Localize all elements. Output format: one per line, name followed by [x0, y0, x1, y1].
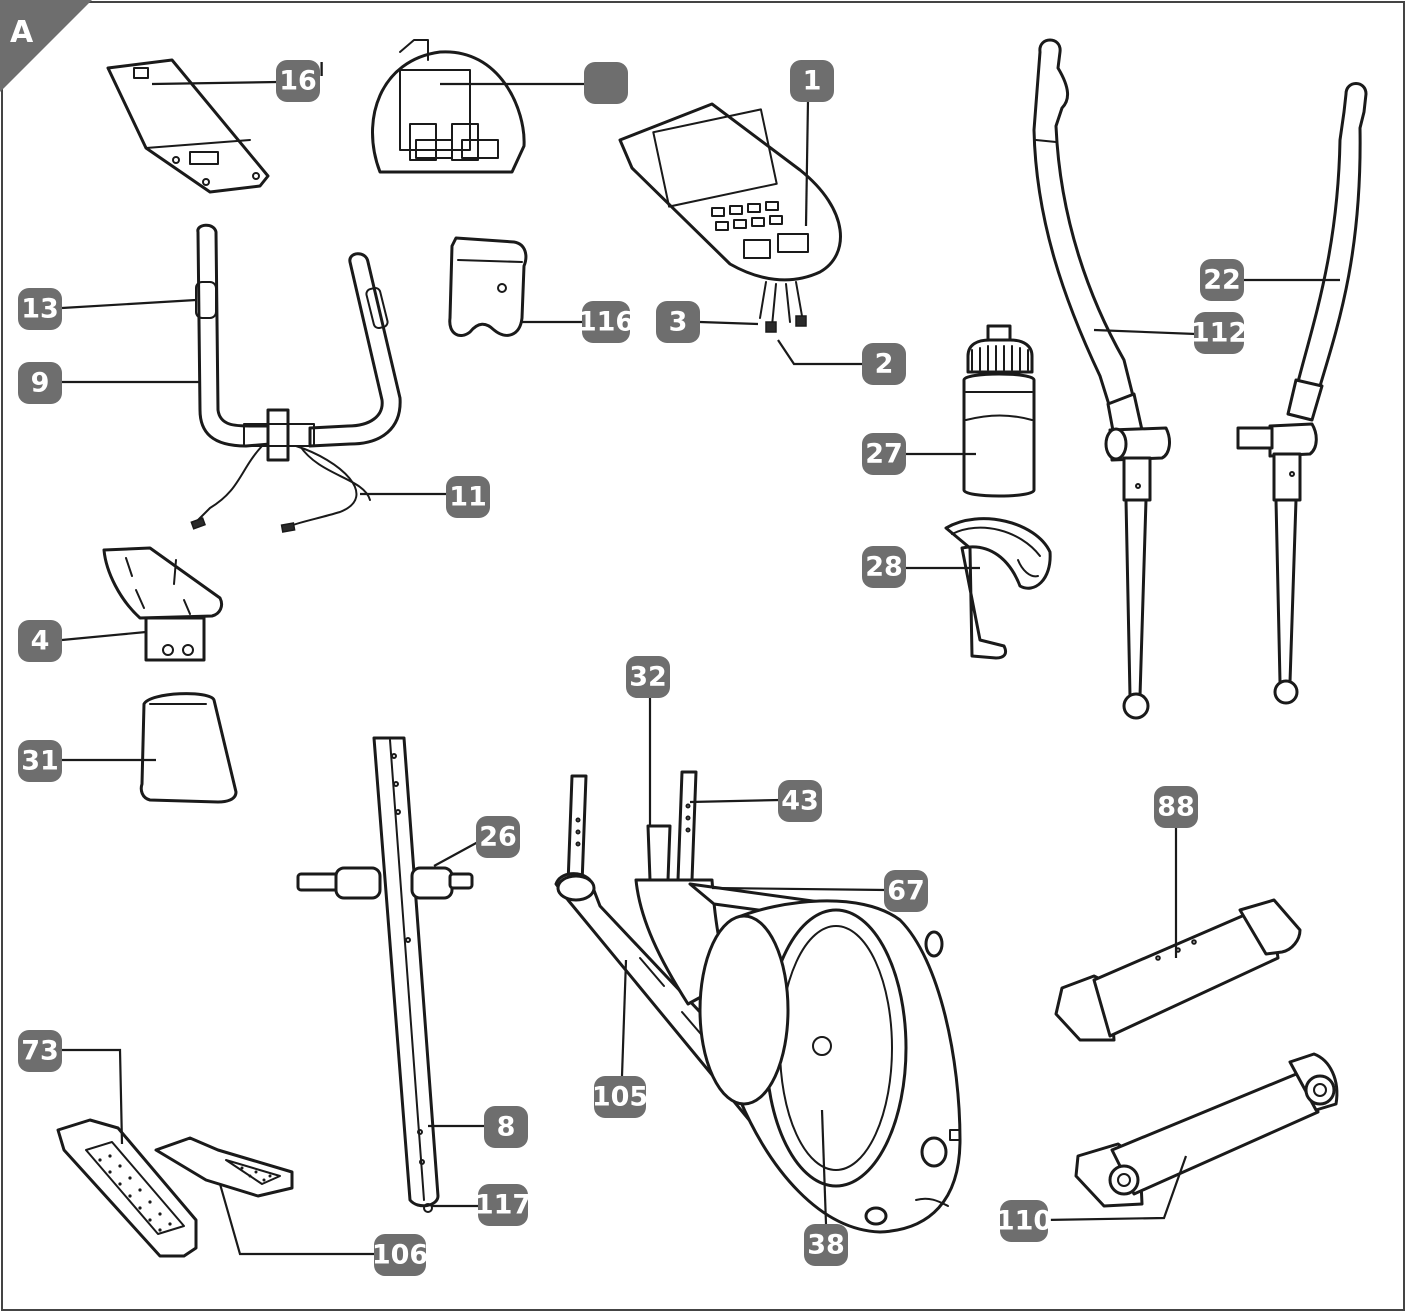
- badge-116: 116: [578, 301, 634, 343]
- badge-28-label: 28: [865, 552, 903, 583]
- badge-22-label: 22: [1203, 265, 1241, 296]
- badge-4: 4: [18, 620, 62, 662]
- part-73-pedal-drawing: [56, 1118, 198, 1258]
- part-16-drawing: [106, 58, 270, 194]
- leader-lines: [61, 80, 1340, 1256]
- badge-16: 16: [276, 60, 320, 102]
- part-31-drawing: [139, 692, 238, 804]
- badge-32-label: 32: [629, 662, 667, 693]
- badge-117: 117: [475, 1184, 531, 1226]
- badge-22: 22: [1200, 259, 1244, 301]
- badge-116-label: 116: [578, 307, 634, 338]
- part-1-console-drawing: [618, 102, 842, 333]
- badge-67: 67: [884, 870, 928, 912]
- badge-8-label: 8: [497, 1112, 516, 1143]
- stray-mark: ı: [318, 53, 325, 83]
- part-110-stabilizer-drawing: [1074, 1052, 1339, 1208]
- badge-1: 1: [790, 60, 834, 102]
- badge-88-label: 88: [1157, 792, 1195, 823]
- part-holder-drawing: [371, 39, 526, 174]
- badge-unlabeled: [584, 62, 628, 104]
- part-106-pedal-drawing: [154, 1136, 294, 1198]
- badge-11: 11: [446, 476, 490, 518]
- badge-31: 31: [18, 740, 62, 782]
- badge-73: 73: [18, 1030, 62, 1072]
- badge-38: 38: [804, 1224, 848, 1266]
- part-27-bottle-drawing: [962, 324, 1036, 498]
- badge-2: 2: [862, 343, 906, 385]
- part-88-stabilizer-drawing: [1054, 898, 1302, 1042]
- figure-label: A: [10, 15, 34, 50]
- badge-1-label: 1: [803, 66, 822, 97]
- badge-105: 105: [592, 1076, 648, 1118]
- badge-31-label: 31: [21, 746, 59, 777]
- part-116-drawing: [448, 236, 528, 337]
- badge-67-label: 67: [887, 876, 925, 907]
- badge-16-label: 16: [279, 66, 317, 97]
- badge-117-label: 117: [475, 1190, 531, 1221]
- badge-13-label: 13: [21, 294, 59, 325]
- badge-110: 110: [996, 1200, 1052, 1242]
- badge-105-label: 105: [592, 1082, 648, 1113]
- badge-27-label: 27: [865, 439, 903, 470]
- part-main-frame-drawing: [554, 770, 962, 1234]
- badge-8: 8: [484, 1106, 528, 1148]
- part-4-drawing: [102, 546, 224, 662]
- badge-112-label: 112: [1191, 318, 1247, 349]
- badge-38-label: 38: [807, 1230, 845, 1261]
- badge-9-label: 9: [31, 368, 50, 399]
- part-8-upright-drawing: [296, 736, 474, 1213]
- badge-3-label: 3: [669, 307, 688, 338]
- badge-110-label: 110: [996, 1206, 1052, 1237]
- badge-106-label: 106: [372, 1240, 428, 1271]
- badge-106: 106: [372, 1234, 428, 1276]
- badge-112: 112: [1191, 312, 1247, 354]
- badge-4-label: 4: [31, 626, 50, 657]
- part-28-cage-drawing: [944, 517, 1052, 660]
- badge-88: 88: [1154, 786, 1198, 828]
- part-22-arm-drawing: [1236, 82, 1368, 705]
- badge-73-label: 73: [21, 1036, 59, 1067]
- badge-26: 26: [476, 816, 520, 858]
- badge-27: 27: [862, 433, 906, 475]
- badge-28: 28: [862, 546, 906, 588]
- badge-2-label: 2: [875, 349, 894, 380]
- badge-11-label: 11: [449, 482, 487, 513]
- part-112-arm-drawing: [1032, 38, 1171, 720]
- badge-3: 3: [656, 301, 700, 343]
- figure-corner-label: A: [0, 0, 92, 92]
- part-9-handlebar-drawing: [190, 223, 402, 533]
- badge-13: 13: [18, 288, 62, 330]
- badge-43: 43: [778, 780, 822, 822]
- badge-43-label: 43: [781, 786, 819, 817]
- badge-26-label: 26: [479, 822, 517, 853]
- badge-32: 32: [626, 656, 670, 698]
- badge-9: 9: [18, 362, 62, 404]
